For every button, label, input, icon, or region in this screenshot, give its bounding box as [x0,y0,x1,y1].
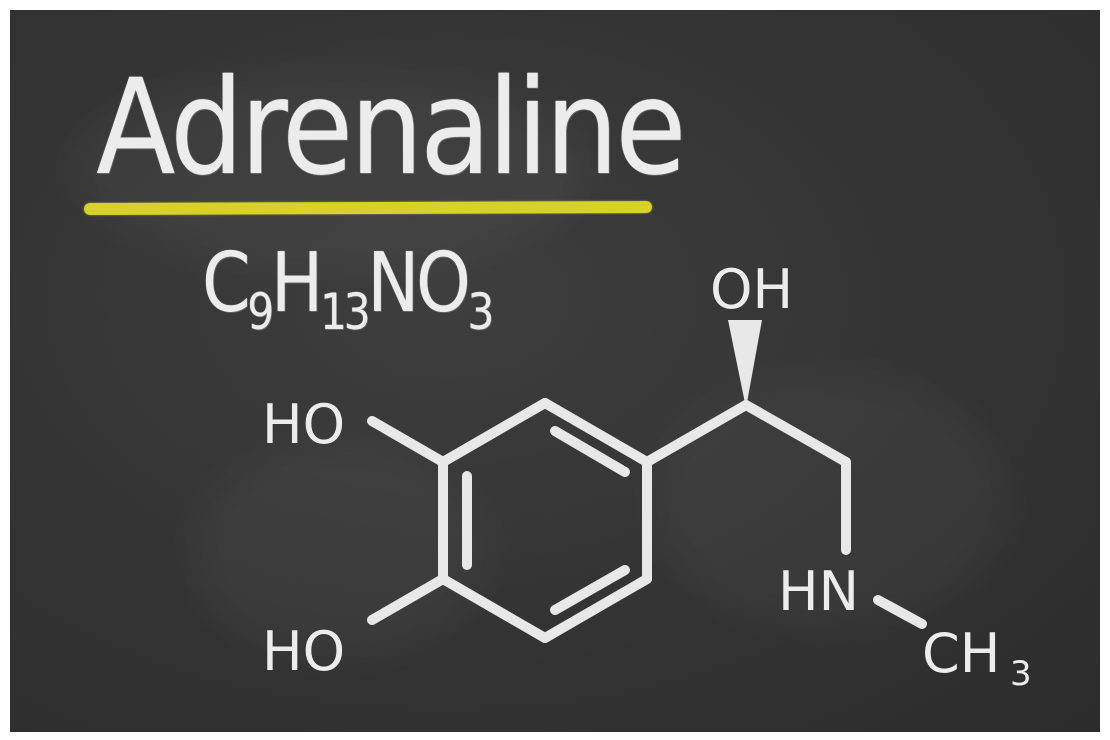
ch-label: CH [922,622,1000,685]
hn-label: HN [778,560,859,623]
ring-bond [438,398,550,467]
formula-carbon: C [202,236,251,331]
ring-bond [438,574,550,643]
structural-formula: OH HO HO HN CH 3 [262,258,1032,694]
ring-bond [540,574,652,643]
chalkboard: Adrenaline C9H13NO3 [10,10,1100,732]
molecular-formula: C9H13NO3 [202,236,494,342]
formula-hydrogen-count: 13 [319,283,371,341]
ho-upper-label: HO [262,393,345,456]
ch-subscript: 3 [1010,654,1032,694]
ho-lower-label: HO [262,620,345,683]
methyl-bond [873,595,927,629]
formula-carbon-count: 9 [247,283,274,341]
page-title: Adrenaline [96,51,687,205]
oh-top-label: OH [710,258,793,321]
formula-hydrogen: H [270,236,323,331]
wedge-bond [728,320,762,408]
formula-oxygen-count: 3 [467,283,494,341]
chain-bond [741,400,851,467]
formula-oxygen: O [415,236,471,331]
chain-bond [642,400,751,467]
ring-double-bond [550,565,630,615]
ho-lower-bond [367,574,448,625]
ring-bond [540,398,652,467]
ring-double-bond [550,426,630,477]
ho-upper-bond [367,416,448,467]
formula-nitrogen: N [367,236,419,331]
